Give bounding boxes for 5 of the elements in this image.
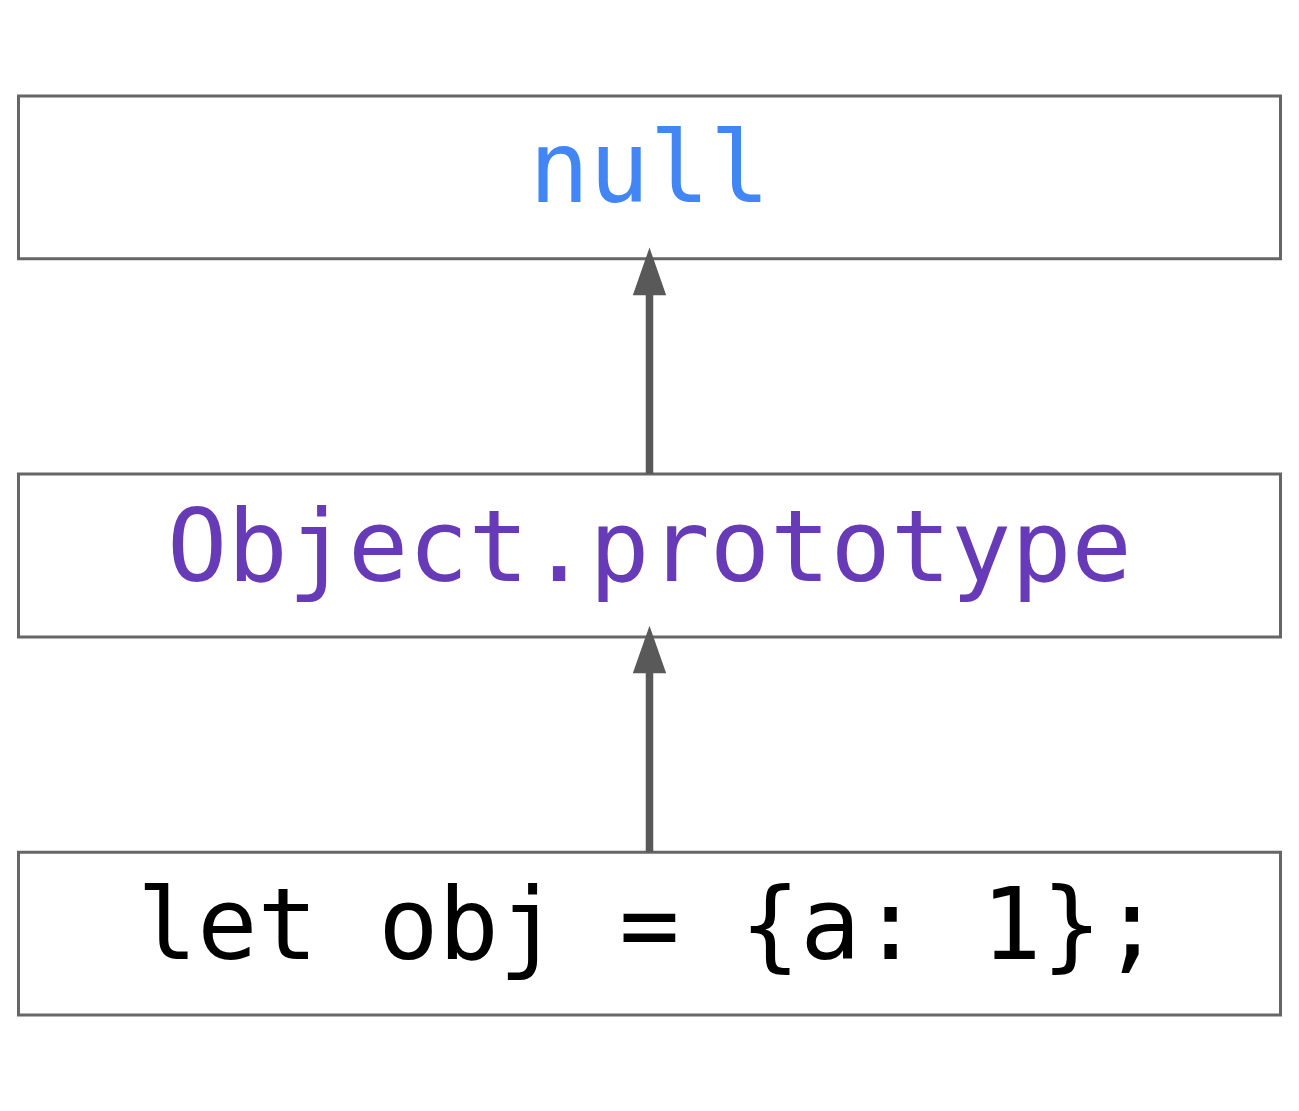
node-box: Object.prototype [17, 472, 1282, 639]
arrow [632, 247, 667, 474]
node-box: let obj = {a: 1}; [17, 850, 1282, 1017]
node-box: null [17, 94, 1282, 261]
arrow [632, 625, 667, 852]
